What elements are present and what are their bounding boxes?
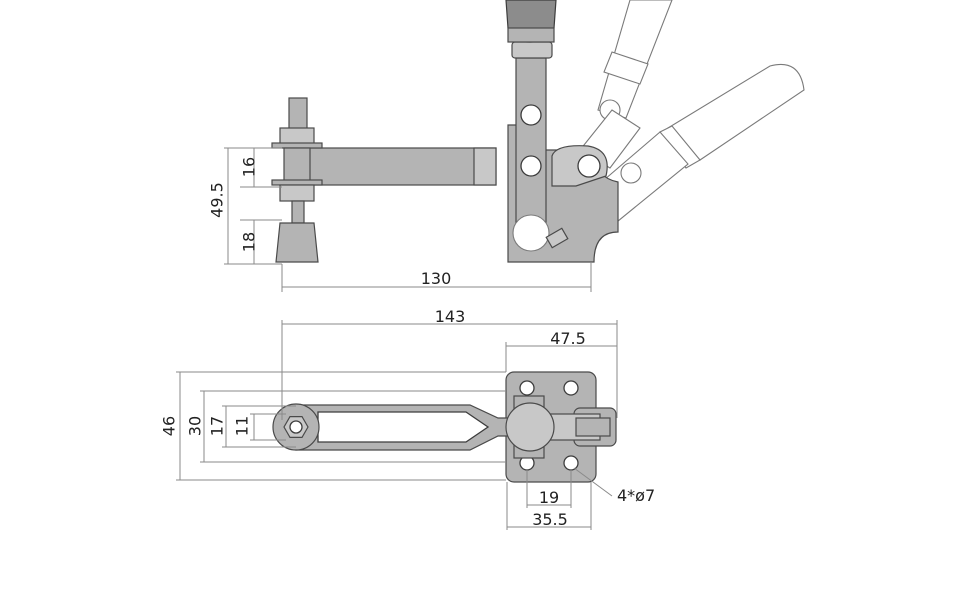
dim-11-label: 11 xyxy=(233,416,252,436)
spindle-washer-lower xyxy=(271,179,323,186)
rubber-tip xyxy=(275,222,319,263)
pin-mid-icon xyxy=(520,155,542,177)
mount-hole-br-icon xyxy=(563,455,579,471)
grip-ring xyxy=(507,27,555,43)
dim-19-label: 19 xyxy=(539,488,559,507)
dim-143-label: 143 xyxy=(435,307,466,326)
mount-hole-tr-icon xyxy=(563,380,579,396)
dim-30-label: 30 xyxy=(186,416,205,436)
u-arm-slot xyxy=(317,411,490,443)
dim-16-label: 16 xyxy=(240,157,259,177)
hole-callout-label: 4*ø7 xyxy=(617,486,655,505)
pin-pivot-icon xyxy=(577,154,601,178)
pin-bottom-ghost xyxy=(512,214,550,252)
side-dimensions xyxy=(224,147,592,292)
dim-17-label: 17 xyxy=(208,416,227,436)
vertical-handle xyxy=(515,57,547,231)
spindle-nut-lower xyxy=(279,184,315,202)
dim-130-label: 130 xyxy=(421,269,452,288)
spindle-top xyxy=(288,97,308,131)
dim-18-label: 18 xyxy=(240,232,259,252)
spindle-nut-upper xyxy=(279,127,315,145)
spindle-bore-icon xyxy=(289,420,303,434)
pin-top-icon xyxy=(520,104,542,126)
handle-collar xyxy=(511,41,553,59)
ghost-handle-upper xyxy=(579,0,673,169)
dim-46-label: 46 xyxy=(160,416,179,436)
mount-hole-tl-icon xyxy=(519,380,535,396)
dim-49-5-label: 49.5 xyxy=(208,182,227,218)
pivot-dome xyxy=(505,402,555,452)
side-view: 16 49.5 18 130 xyxy=(208,0,805,292)
handle-tip xyxy=(575,417,611,437)
arm-end-block xyxy=(473,147,497,186)
top-view: 143 47.5 46 30 17 11 19 35.5 4*ø7 xyxy=(160,307,655,530)
spindle-shaft xyxy=(291,200,305,224)
dim-35-5-label: 35.5 xyxy=(532,510,568,529)
dim-47-5-label: 47.5 xyxy=(550,329,586,348)
stop-tab xyxy=(545,227,569,249)
top-dimensions xyxy=(176,320,618,530)
spindle-body xyxy=(283,147,311,186)
spindle-washer-upper xyxy=(271,142,323,149)
clamp-arm xyxy=(299,147,497,186)
